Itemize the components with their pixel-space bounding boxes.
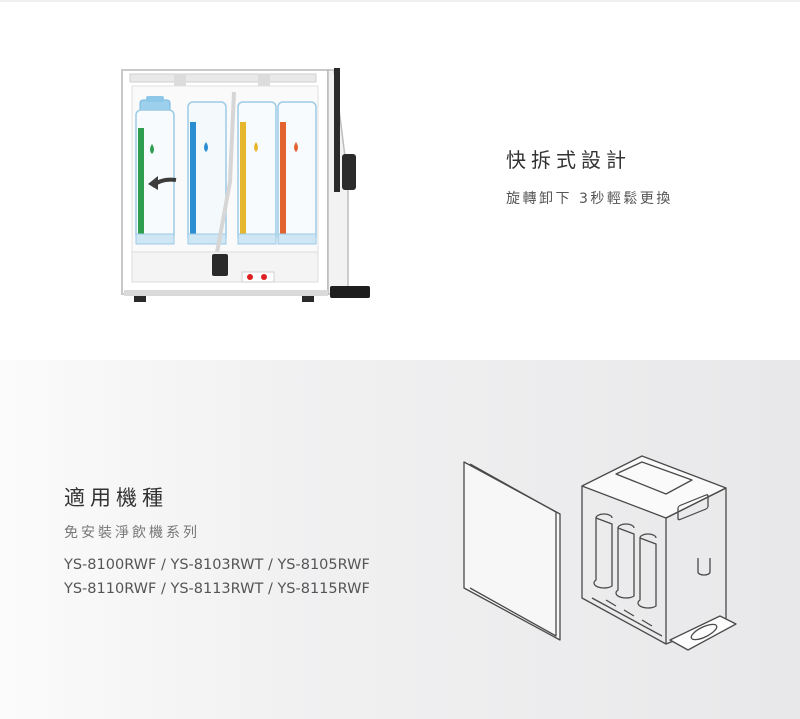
- feature-title: 快拆式設計: [506, 148, 631, 172]
- quick-release-section: 快拆式設計 旋轉卸下 3秒輕鬆更換: [0, 0, 800, 302]
- compatibility-subtitle: 免安裝淨飲機系列: [64, 525, 200, 541]
- purifier-cutaway-illustration: [121, 68, 370, 302]
- model-list: YS-8100RWF / YS-8103RWT / YS-8105RWF YS-…: [64, 553, 370, 601]
- water-drop-icon: [254, 142, 258, 152]
- top-divider: [0, 0, 800, 2]
- water-drop-icon: [294, 142, 298, 152]
- exploded-line-drawing: [463, 455, 737, 651]
- filter-cartridge-3: [237, 101, 277, 245]
- compatible-models-section: 適用機種 免安裝淨飲機系列 YS-8100RWF / YS-8103RWT / …: [0, 360, 800, 719]
- model-line: YS-8100RWF / YS-8103RWT / YS-8105RWF: [64, 557, 370, 573]
- filter-cartridge-4: [277, 101, 317, 245]
- feature-subtitle: 旋轉卸下 3秒輕鬆更換: [506, 191, 673, 207]
- water-drop-icon: [150, 144, 154, 154]
- water-drop-icon: [204, 142, 208, 152]
- compatibility-title: 適用機種: [64, 486, 168, 510]
- filter-cartridge-1: [135, 109, 175, 245]
- model-line: YS-8110RWF / YS-8113RWT / YS-8115RWF: [64, 581, 370, 597]
- filter-cartridge-2: [187, 101, 227, 245]
